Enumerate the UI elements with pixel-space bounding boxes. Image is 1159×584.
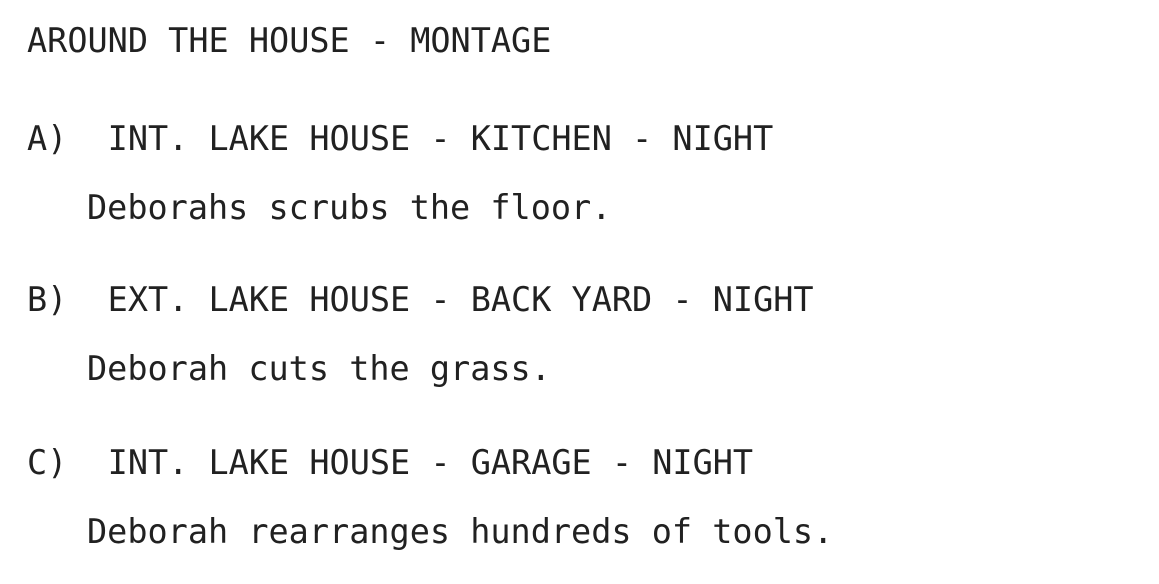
- scene-heading-b: B) EXT. LAKE HOUSE - BACK YARD - NIGHT: [27, 280, 814, 319]
- scene-heading-c: C) INT. LAKE HOUSE - GARAGE - NIGHT: [27, 443, 754, 482]
- action-line-a: Deborahs scrubs the floor.: [87, 188, 612, 227]
- scene-heading-a: A) INT. LAKE HOUSE - KITCHEN - NIGHT: [27, 119, 774, 158]
- montage-heading: AROUND THE HOUSE - MONTAGE: [27, 21, 552, 60]
- action-line-c: Deborah rearranges hundreds of tools.: [87, 512, 834, 551]
- action-line-b: Deborah cuts the grass.: [87, 349, 551, 388]
